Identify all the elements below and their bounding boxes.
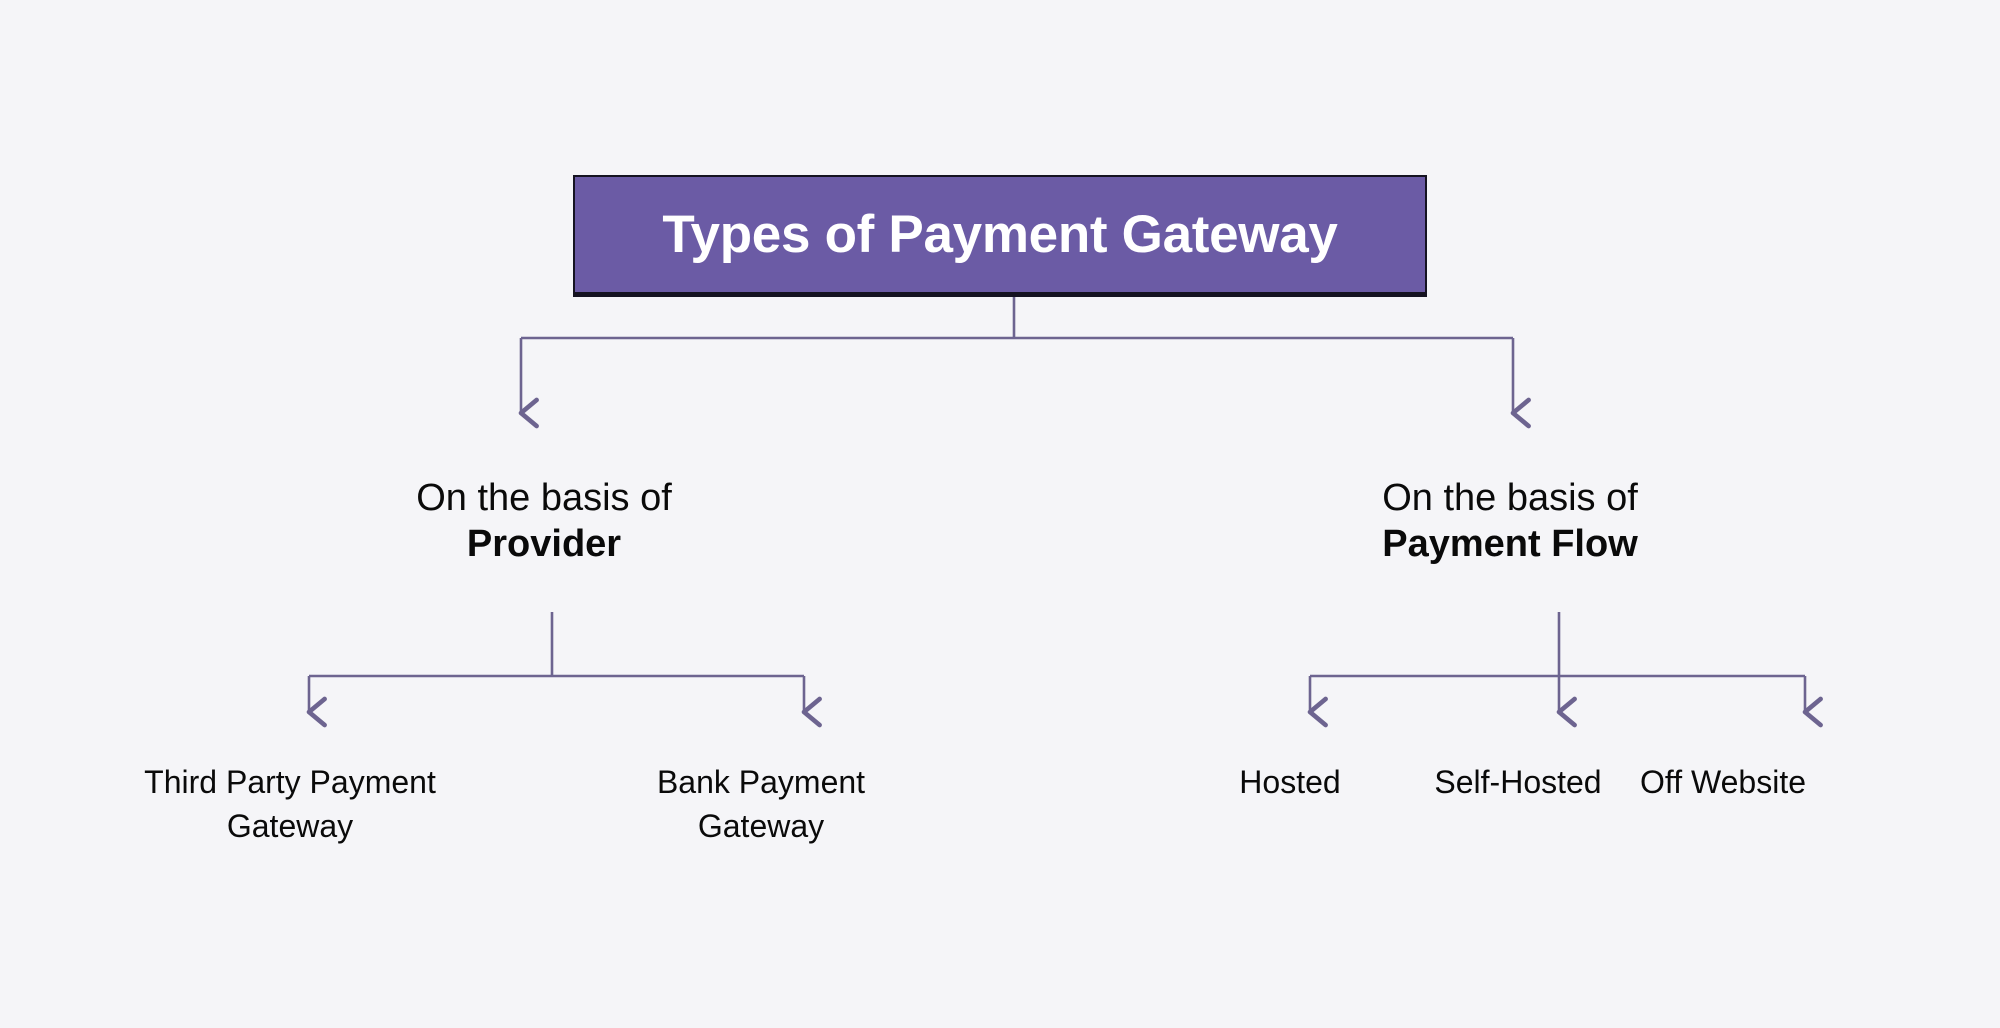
- branch-node-provider[interactable]: On the basis of Provider: [314, 475, 774, 568]
- leaf-node-hosted-line1: Hosted: [1239, 764, 1341, 800]
- leaf-node-third-party-line1: Third Party Payment: [144, 764, 436, 800]
- branch-node-provider-emphasis: Provider: [466, 523, 622, 566]
- root-node-label: Types of Payment Gateway: [662, 204, 1338, 264]
- leaf-node-third-party-payment-gateway[interactable]: Third Party Payment Gateway: [90, 760, 490, 848]
- leaf-node-self-hosted-line1: Self-Hosted: [1434, 764, 1602, 800]
- leaf-node-off-website[interactable]: Off Website: [1548, 760, 1898, 804]
- leaf-node-off-website-line1: Off Website: [1640, 764, 1806, 800]
- leaf-node-bank-line2: Gateway: [697, 808, 825, 845]
- leaf-node-bank-payment-gateway[interactable]: Bank Payment Gateway: [596, 760, 926, 848]
- leaf-node-self-hosted[interactable]: Self-Hosted: [1378, 760, 1658, 804]
- branch-node-payment-flow[interactable]: On the basis of Payment Flow: [1280, 475, 1740, 568]
- leaf-node-hosted[interactable]: Hosted: [1150, 760, 1430, 804]
- leaf-node-third-party-line2: Gateway: [226, 808, 354, 845]
- leaf-node-bank-line1: Bank Payment: [656, 764, 866, 800]
- branch-node-payment-flow-lead: On the basis of: [1382, 477, 1638, 519]
- root-node-types-of-payment-gateway[interactable]: Types of Payment Gateway: [573, 175, 1427, 297]
- branch-node-provider-lead: On the basis of: [416, 477, 672, 519]
- branch-node-payment-flow-emphasis: Payment Flow: [1382, 523, 1638, 566]
